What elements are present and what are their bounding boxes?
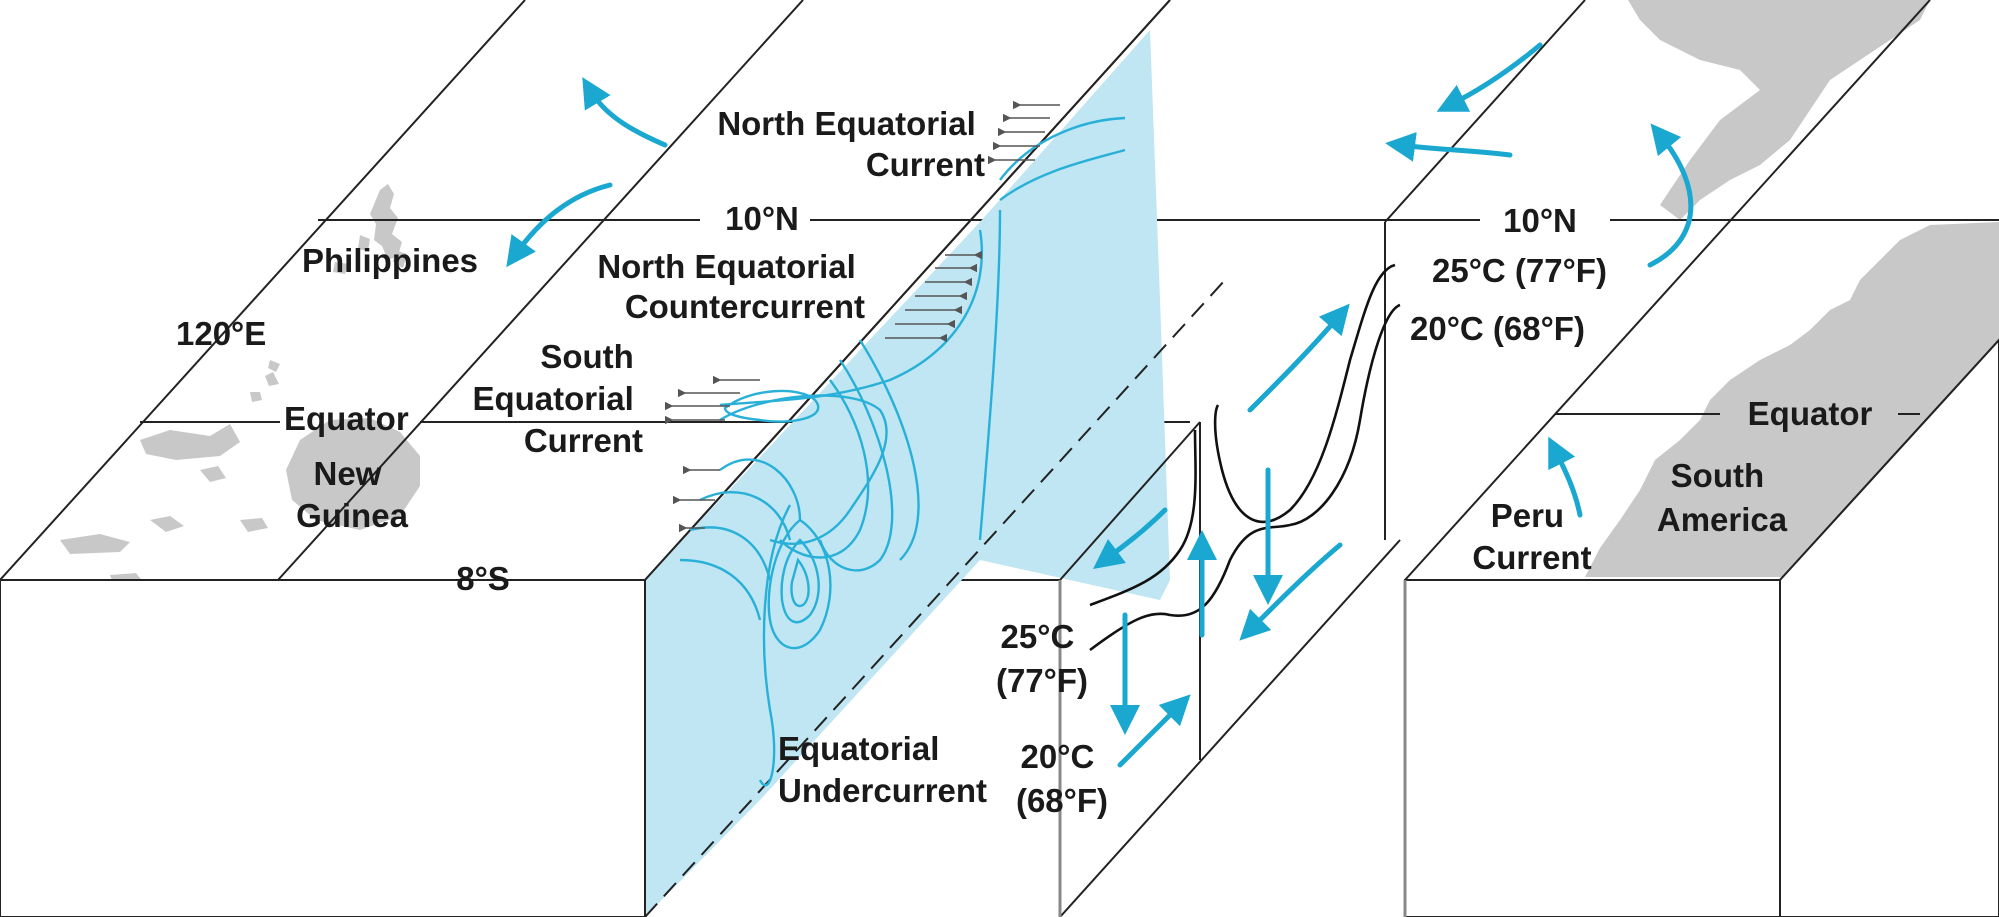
label-temp-20-top: 20°C (68°F)	[1410, 310, 1585, 347]
velocity-contours	[679, 116, 1126, 787]
meridional-section	[644, 0, 1226, 917]
contour-sec-lower	[719, 458, 802, 521]
contour-sec-outer	[719, 394, 888, 545]
current-arrows	[506, 42, 1694, 768]
labels: North Equatorial Current 10°N North Equa…	[176, 105, 1872, 819]
indonesia-islands	[60, 360, 280, 585]
right-block-side	[1779, 338, 1999, 917]
arrow-nw-surface	[582, 77, 668, 148]
isotherm-20c-side	[1089, 523, 1291, 652]
eastern-section-diag-top	[1059, 421, 1201, 581]
label-nec-line-1: North Equatorial	[717, 105, 976, 142]
label-peru-line-2: Current	[1472, 539, 1591, 576]
label-south-america: South America	[1657, 457, 1788, 538]
arrow-mexico-curve	[1647, 123, 1694, 268]
arrow-upwelling-1	[1247, 303, 1350, 413]
isotherm-20c	[1289, 303, 1401, 527]
label-new-guinea: New Guinea	[296, 455, 409, 534]
label-equatorial-undercurrent: Equatorial Undercurrent	[778, 730, 987, 809]
label-north-equatorial-countercurrent: North Equatorial Countercurrent	[597, 248, 865, 325]
eastern-section-diag-bottom	[1059, 539, 1401, 917]
new-guinea-land	[286, 418, 420, 530]
contour-euc-2	[780, 538, 820, 624]
label-sec-line-1: South	[540, 338, 633, 375]
label-philippines: Philippines	[302, 242, 478, 279]
label-lat-10n-east: 10°N	[1503, 202, 1577, 239]
lon-line-2	[277, 0, 804, 581]
label-new-guinea-line-1: New	[313, 455, 381, 492]
label-south-america-line-2: America	[1657, 501, 1788, 538]
arrow-sw-1	[1093, 507, 1168, 570]
lon-line-1	[0, 0, 526, 581]
arrow-ne-2	[1385, 131, 1513, 162]
contour-sec-loop	[723, 389, 820, 423]
velocity-vectors	[665, 100, 1060, 533]
contour-nec-1	[999, 116, 1126, 181]
arrow-ne-1	[1436, 42, 1543, 112]
isotherm-25c	[1213, 263, 1396, 523]
left-block-front	[0, 579, 646, 917]
eastern-section	[1058, 222, 1407, 917]
lon-line-4	[1384, 0, 1586, 223]
label-peru-current: Peru Current	[1472, 497, 1591, 576]
label-temp-25-side-line-2: (77°F)	[996, 662, 1088, 699]
label-120e: 120°E	[176, 315, 266, 352]
label-new-guinea-line-2: Guinea	[296, 497, 409, 534]
isotherm-25c-side	[1089, 429, 1197, 607]
label-temp-20-side-line-1: 20°C	[1021, 738, 1095, 775]
label-equator-east: Equator	[1748, 395, 1873, 432]
label-temp-20-side-line-2: (68°F)	[1016, 782, 1108, 819]
label-necc-line-2: Countercurrent	[625, 288, 865, 325]
section-fill-face	[645, 222, 980, 917]
section-front-edge	[644, 0, 1171, 581]
label-euc-line-1: Equatorial	[778, 730, 939, 767]
label-sec-line-2: Equatorial	[472, 380, 633, 417]
label-equator-west: Equator	[284, 400, 409, 437]
arrow-philippines	[506, 182, 613, 268]
arrow-ne-lower	[1117, 694, 1191, 768]
label-south-america-line-1: South	[1671, 457, 1764, 494]
philippines-land	[333, 184, 407, 274]
right-block-front	[1404, 579, 1781, 917]
arrow-sw-2	[1239, 542, 1343, 641]
label-temp-25-top: 25°C (77°F)	[1432, 252, 1607, 289]
contour-sec-lower-4	[679, 558, 762, 621]
label-euc-line-2: Undercurrent	[778, 772, 987, 809]
label-lat-8s: 8°S	[456, 560, 510, 597]
label-peru-line-1: Peru	[1491, 497, 1564, 534]
contour-mid-3	[858, 339, 920, 561]
label-lat-10n-west: 10°N	[725, 200, 799, 237]
contour-mid-1	[779, 379, 870, 559]
label-temp-25-side-line-1: 25°C	[1001, 618, 1075, 655]
label-temp-20-side: 20°C (68°F)	[1016, 738, 1108, 819]
contour-euc-outer	[758, 504, 792, 787]
label-north-equatorial-current: North Equatorial Current	[717, 105, 985, 183]
contour-euc-1	[767, 518, 832, 650]
central-america-land	[1628, 0, 1930, 220]
section-bottom-dashed	[644, 279, 1226, 917]
contour-mid-2	[818, 359, 894, 572]
contour-euc-3	[790, 557, 810, 608]
label-south-equatorial-current: South Equatorial Current	[472, 338, 643, 459]
label-necc-line-1: North Equatorial	[597, 248, 856, 285]
label-nec-line-2: Current	[866, 146, 985, 183]
lon-line-5	[1404, 0, 1931, 581]
contour-nec-2	[999, 148, 1126, 201]
label-sec-line-3: Current	[524, 422, 643, 459]
arrow-peru	[1548, 436, 1583, 518]
contour-sec-lower-2	[699, 490, 792, 541]
ocean-blocks	[0, 338, 1999, 917]
contour-right-vert	[978, 209, 1002, 541]
label-temp-25-side: 25°C (77°F)	[996, 618, 1088, 699]
section-fill-top	[980, 30, 1170, 600]
